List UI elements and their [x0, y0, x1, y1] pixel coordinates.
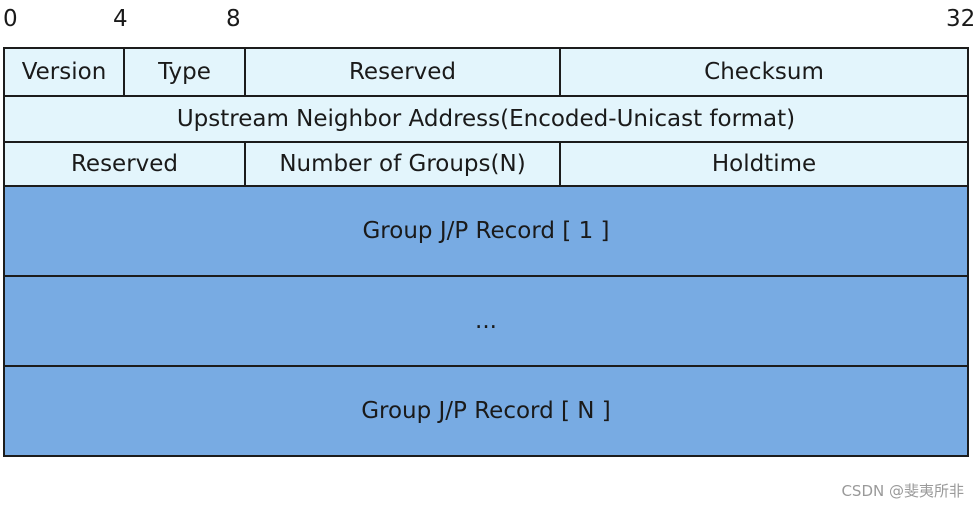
- bit-marker-4: 4: [113, 6, 128, 32]
- group-jp-record-n: Group J/P Record [ N ]: [5, 365, 967, 455]
- holdtime-field: Holdtime: [561, 141, 967, 185]
- bit-marker-32: 32: [946, 6, 976, 32]
- upstream-neighbor-address-field: Upstream Neighbor Address(Encoded-Unicas…: [5, 95, 967, 141]
- packet-format-diagram: Version Type Reserved Checksum Upstream …: [3, 47, 969, 457]
- bit-marker-8: 8: [226, 6, 241, 32]
- watermark: CSDN @斐夷所非: [841, 482, 964, 500]
- version-field: Version: [5, 47, 125, 95]
- reserved-field-row1: Reserved: [246, 47, 561, 95]
- group-jp-record-1: Group J/P Record [ 1 ]: [5, 185, 967, 275]
- type-field: Type: [125, 47, 246, 95]
- group-jp-record-ellipsis: ...: [5, 275, 967, 365]
- checksum-field: Checksum: [561, 47, 967, 95]
- number-of-groups-field: Number of Groups(N): [246, 141, 561, 185]
- bit-marker-0: 0: [3, 6, 18, 32]
- reserved-field-row3: Reserved: [5, 141, 246, 185]
